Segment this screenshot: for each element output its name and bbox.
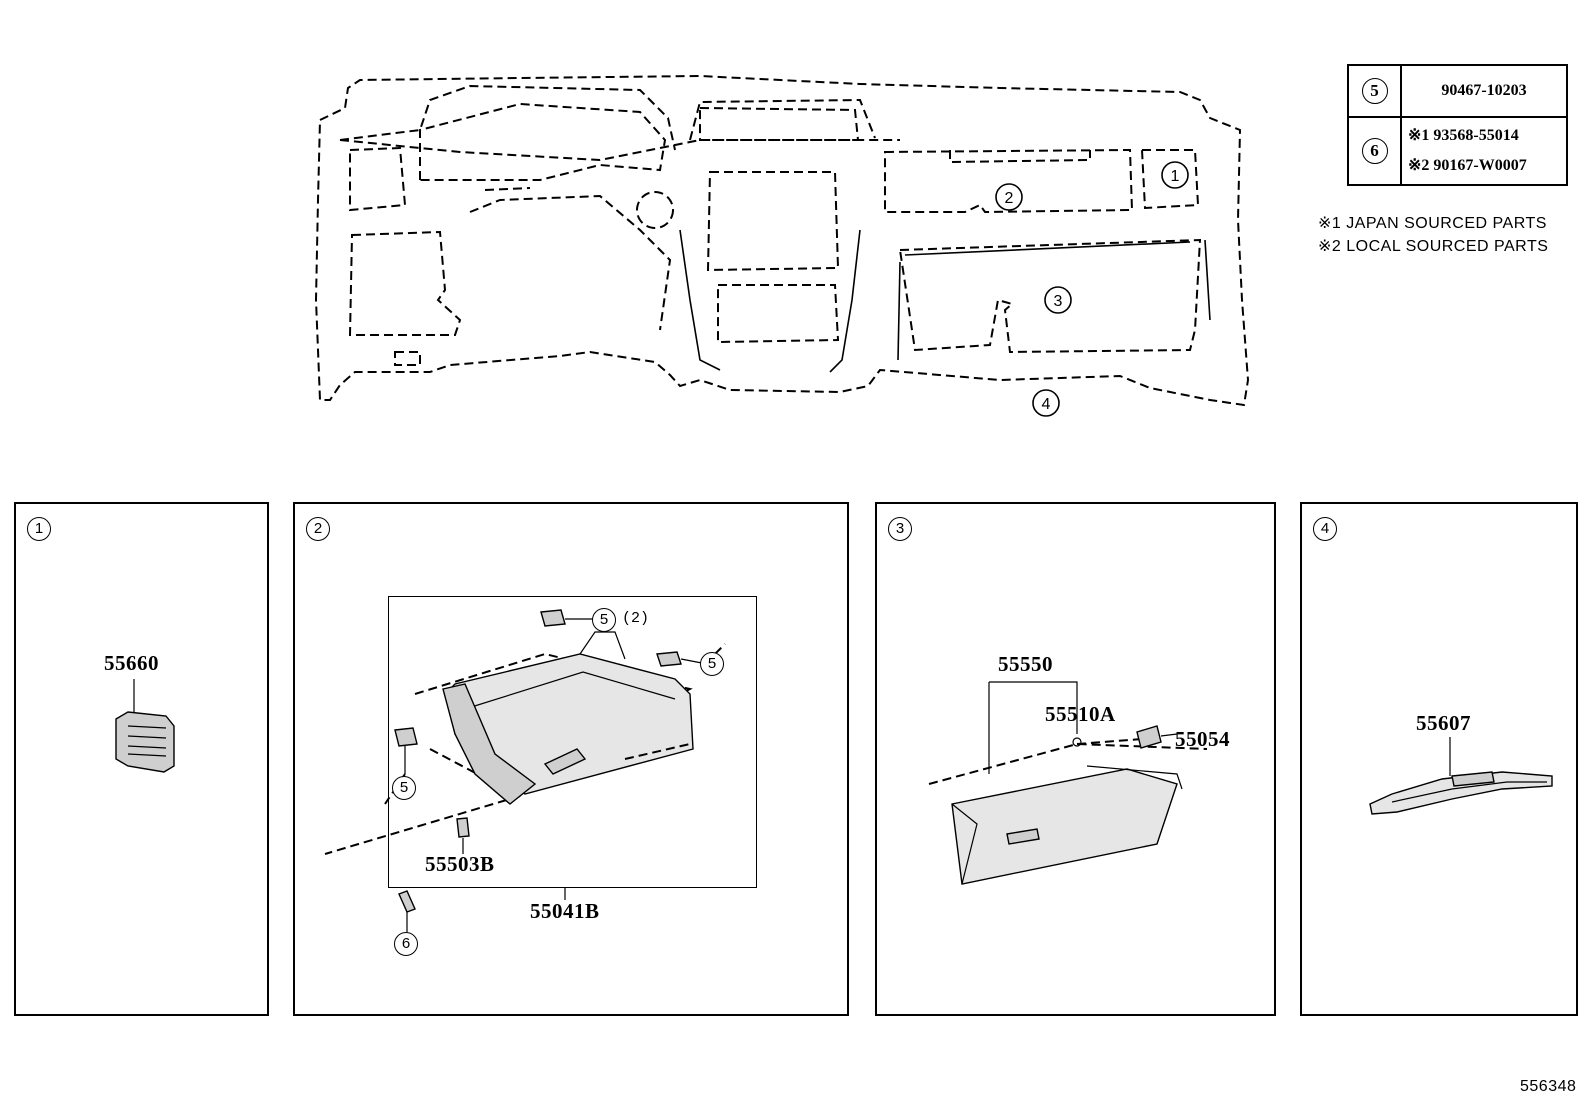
reference-value-6-japan: ※1 93568-55014 [1408, 127, 1519, 144]
part-55550-label: 55550 [998, 652, 1053, 676]
svg-text:4: 4 [1042, 396, 1051, 413]
callout-6: 6 [394, 932, 418, 956]
svg-text:3: 3 [1054, 293, 1063, 310]
fastener-reference-table: 5 90467-10203 6 ※1 93568-55014 ※2 90167-… [1347, 64, 1568, 186]
side-vent-part [115, 679, 175, 773]
panel-3: 3 55550 55510A 55054 [875, 502, 1276, 1016]
panel-2: 2 5 (2) 5 5 55503B 55041B 6 [293, 502, 849, 1016]
panel-1-number: 1 [27, 517, 51, 541]
reference-key-6: 6 [1361, 138, 1388, 164]
part-55660-label: 55660 [104, 651, 159, 675]
callout-5-left: 5 [392, 776, 416, 800]
callout-5-top: 5 [592, 608, 616, 632]
diagram-id: 556348 [1520, 1078, 1577, 1095]
glove-door-assembly-box [388, 596, 757, 888]
svg-text:2: 2 [1005, 190, 1014, 207]
panel-2-number: 2 [306, 517, 330, 541]
panel-3-number: 3 [888, 517, 912, 541]
reference-row-5: 5 90467-10203 [1347, 64, 1568, 118]
overview-callout-1: 1 [1161, 161, 1189, 189]
overview-callout-3: 3 [1044, 286, 1072, 314]
part-55041B-label: 55041B [530, 899, 600, 923]
glove-box-drawing [928, 681, 1208, 885]
panel-4-number: 4 [1313, 517, 1337, 541]
note-japan-sourced: ※1 JAPAN SOURCED PARTS [1318, 215, 1547, 232]
reference-value-5: 90467-10203 [1400, 64, 1568, 118]
part-55510A-label: 55510A [1045, 702, 1116, 726]
part-55503B-label: 55503B [425, 852, 495, 876]
panel-4: 4 55607 [1300, 502, 1578, 1016]
lower-panel-part [1369, 737, 1553, 815]
overview-callout-2: 2 [995, 183, 1023, 211]
reference-row-6: 6 ※1 93568-55014 ※2 90167-W0007 [1347, 116, 1568, 186]
glove-door-drawing [324, 609, 726, 932]
part-55607-label: 55607 [1416, 711, 1471, 735]
svg-text:1: 1 [1171, 168, 1180, 185]
overview-callout-4: 4 [1032, 389, 1060, 417]
part-55054-label: 55054 [1175, 727, 1230, 751]
panel-1: 1 55660 [14, 502, 269, 1016]
note-local-sourced: ※2 LOCAL SOURCED PARTS [1318, 238, 1549, 255]
callout-5-qty: (2) [622, 610, 650, 627]
reference-key-5: 5 [1361, 78, 1388, 104]
reference-value-6-local: ※2 90167-W0007 [1408, 157, 1527, 174]
callout-5-right: 5 [700, 652, 724, 676]
